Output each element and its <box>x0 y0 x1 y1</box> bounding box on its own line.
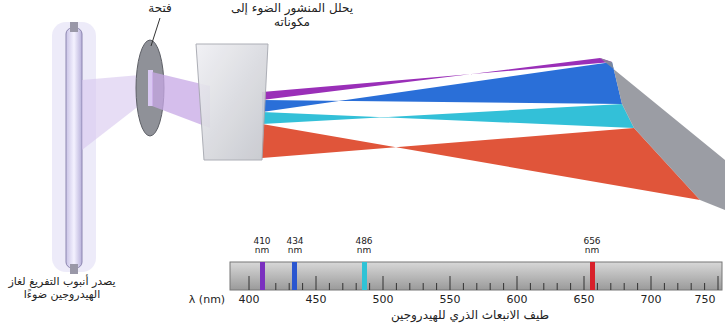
tick <box>409 283 410 290</box>
spectrum-strip <box>230 262 722 290</box>
tick <box>356 283 357 290</box>
tick <box>490 283 491 290</box>
tick <box>557 283 558 290</box>
axis-number: 700 <box>634 294 668 307</box>
part-label: يصدر أنبوب التفريغ لغاز الهيدروجين ضوءًا <box>2 276 122 301</box>
tick <box>704 283 705 290</box>
light-beam <box>82 75 140 150</box>
axis-number: 650 <box>567 294 601 307</box>
discharge-tube <box>66 28 82 268</box>
prism <box>196 44 268 160</box>
tick <box>436 283 437 290</box>
electrode <box>70 22 78 32</box>
axis-number: 450 <box>299 294 333 307</box>
screen <box>600 58 725 210</box>
part-label: يحلل المنشور الضوء إلى مكوناته <box>222 2 362 30</box>
axis-label: λ (nm) <box>178 294 236 307</box>
tick <box>718 276 719 290</box>
tick <box>289 283 290 290</box>
axis-number: 400 <box>232 294 266 307</box>
tick <box>383 276 384 290</box>
tick <box>584 276 585 290</box>
tick <box>275 283 276 290</box>
tick <box>691 283 692 290</box>
tick <box>342 283 343 290</box>
caption-label: طيف الانبعاث الذري للهيدروجين <box>330 309 610 323</box>
wavelength-label: 434 nm <box>283 237 307 256</box>
tick <box>651 276 652 290</box>
wavelength-label: 410 nm <box>250 237 274 256</box>
tick <box>664 283 665 290</box>
spectral-line <box>362 262 367 290</box>
axis-number: 750 <box>688 294 722 307</box>
tick <box>570 283 571 290</box>
part-label: فتحة <box>130 2 190 16</box>
scale-ticks <box>249 276 718 290</box>
tick <box>637 283 638 290</box>
tick <box>530 283 531 290</box>
tick <box>476 283 477 290</box>
tick <box>249 276 250 290</box>
tick <box>329 283 330 290</box>
electrode <box>70 264 78 274</box>
tick <box>624 283 625 290</box>
tick <box>302 283 303 290</box>
tick <box>503 283 504 290</box>
tick <box>450 276 451 290</box>
spectral-line <box>292 262 297 290</box>
axis-number: 600 <box>500 294 534 307</box>
tick <box>369 283 370 290</box>
axis-number: 500 <box>366 294 400 307</box>
tick <box>316 276 317 290</box>
wavelength-label: 656 nm <box>580 237 604 256</box>
axis-number: 550 <box>433 294 467 307</box>
spectral-line <box>590 262 595 290</box>
red-fan <box>262 124 700 200</box>
tick <box>543 283 544 290</box>
tick <box>677 283 678 290</box>
cyan-fan <box>262 104 634 128</box>
tick <box>597 283 598 290</box>
tick <box>517 276 518 290</box>
blue-fan <box>262 62 622 112</box>
tick <box>423 283 424 290</box>
spectral-line <box>260 262 265 290</box>
wavelength-label: 486 nm <box>352 237 376 256</box>
tick <box>396 283 397 290</box>
tick <box>463 283 464 290</box>
leader-line <box>151 18 160 46</box>
tick <box>610 283 611 290</box>
tube-glow <box>52 22 96 272</box>
